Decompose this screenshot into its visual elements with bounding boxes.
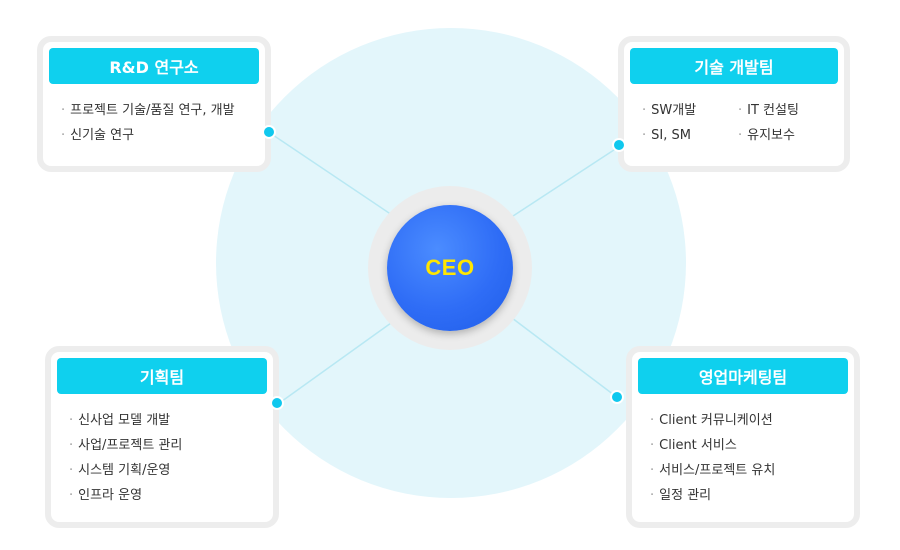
ceo-label: CEO [425,255,475,280]
connector-tech [509,145,621,219]
list-item: 신기술 연구 [61,123,255,148]
list-item: 사업/프로젝트 관리 [69,433,263,458]
list-item: 일정 관리 [650,483,844,508]
list-item: 신사업 모델 개발 [69,408,263,433]
connector-rnd [269,132,393,216]
connector-planning [277,317,399,405]
list-item: Client 서비스 [650,433,844,458]
card-sales-list: Client 커뮤니케이션 Client 서비스 서비스/프로젝트 유치 일정 … [650,408,844,508]
list-item: 유지보수 [738,123,834,148]
list-item: 서비스/프로젝트 유치 [650,458,844,483]
card-planning: 기획팀 신사업 모델 개발 사업/프로젝트 관리 시스템 기획/운영 인프라 운… [45,346,279,528]
list-item: 프로젝트 기술/품질 연구, 개발 [61,98,255,123]
card-tech: 기술 개발팀 SW개발 IT 컨설팅 SI, SM 유지보수 [618,36,850,172]
ceo-circle: CEO [387,205,513,331]
card-planning-title: 기획팀 [57,358,267,394]
card-rnd: R&D 연구소 프로젝트 기술/품질 연구, 개발 신기술 연구 [37,36,271,172]
card-planning-list: 신사업 모델 개발 사업/프로젝트 관리 시스템 기획/운영 인프라 운영 [69,408,263,508]
card-sales-title: 영업마케팅팀 [638,358,848,394]
list-item: SW개발 [642,98,738,123]
list-item: 인프라 운영 [69,483,263,508]
list-item: 시스템 기획/운영 [69,458,263,483]
connector-sales [511,317,619,399]
card-sales: 영업마케팅팀 Client 커뮤니케이션 Client 서비스 서비스/프로젝트… [626,346,860,528]
connector-dot-tech [612,138,626,152]
card-rnd-title: R&D 연구소 [49,48,259,84]
list-item: Client 커뮤니케이션 [650,408,844,433]
ceo-node: CEO [368,186,532,350]
connector-dot-sales [610,390,624,404]
connector-dot-planning [270,396,284,410]
card-tech-title: 기술 개발팀 [630,48,838,84]
connector-dot-rnd [262,125,276,139]
card-rnd-list: 프로젝트 기술/품질 연구, 개발 신기술 연구 [61,98,255,148]
list-item: IT 컨설팅 [738,98,834,123]
card-tech-list: SW개발 IT 컨설팅 SI, SM 유지보수 [642,98,834,148]
list-item: SI, SM [642,123,738,148]
